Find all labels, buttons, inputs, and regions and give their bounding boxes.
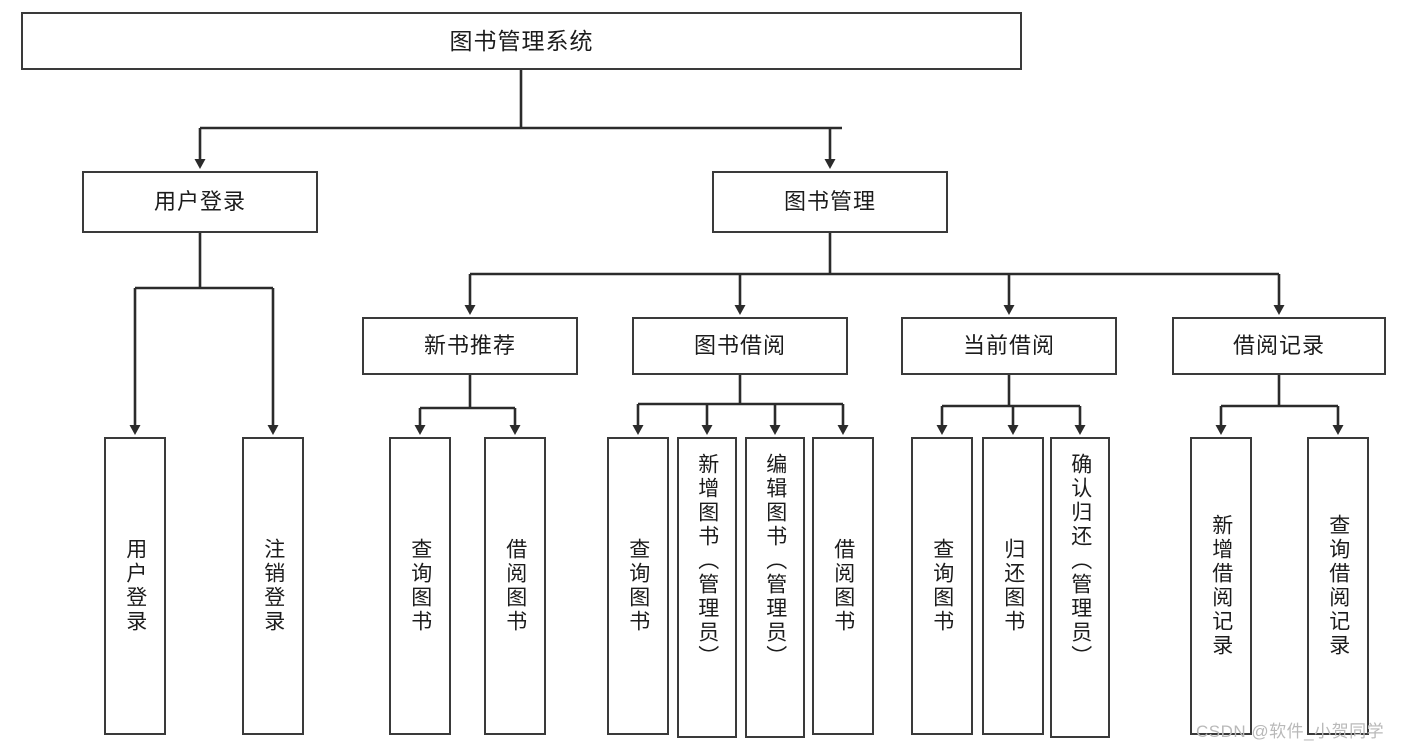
leaf-query-borrow-record-label: 查询借阅记录 bbox=[1326, 514, 1350, 658]
leaf-query-borrow-record[interactable]: 查询借阅记录 bbox=[1307, 437, 1369, 735]
leaf-add-book-admin-label: 新增图书（管理员） bbox=[695, 453, 719, 669]
leaf-logout[interactable]: 注销登录 bbox=[242, 437, 304, 735]
leaf-borrow-book-recommend-label: 借阅图书 bbox=[503, 538, 527, 634]
leaf-add-borrow-record-label: 新增借阅记录 bbox=[1209, 514, 1233, 658]
node-borrow-record[interactable]: 借阅记录 bbox=[1172, 317, 1386, 375]
leaf-query-book-recommend[interactable]: 查询图书 bbox=[389, 437, 451, 735]
leaf-add-book-admin[interactable]: 新增图书（管理员） bbox=[677, 437, 737, 738]
node-new-book-recommend-label: 新书推荐 bbox=[423, 333, 516, 359]
node-current-borrow[interactable]: 当前借阅 bbox=[901, 317, 1117, 375]
leaf-borrow-book[interactable]: 借阅图书 bbox=[812, 437, 874, 735]
node-book-borrow[interactable]: 图书借阅 bbox=[632, 317, 848, 375]
leaf-query-book-borrow[interactable]: 查询图书 bbox=[607, 437, 669, 735]
node-new-book-recommend[interactable]: 新书推荐 bbox=[362, 317, 578, 375]
node-current-borrow-label: 当前借阅 bbox=[962, 333, 1055, 359]
node-root[interactable]: 图书管理系统 bbox=[21, 12, 1022, 70]
leaf-query-book-current[interactable]: 查询图书 bbox=[911, 437, 973, 735]
node-root-label: 图书管理系统 bbox=[449, 27, 594, 54]
leaf-return-book-label: 归还图书 bbox=[1001, 538, 1025, 634]
leaf-edit-book-admin[interactable]: 编辑图书（管理员） bbox=[745, 437, 805, 738]
node-book-management[interactable]: 图书管理 bbox=[712, 171, 948, 233]
watermark: CSDN @软件_小贺同学 bbox=[1196, 722, 1385, 741]
node-book-borrow-label: 图书借阅 bbox=[693, 333, 786, 359]
node-book-management-label: 图书管理 bbox=[783, 189, 876, 215]
node-borrow-record-label: 借阅记录 bbox=[1232, 333, 1325, 359]
leaf-borrow-book-recommend[interactable]: 借阅图书 bbox=[484, 437, 546, 735]
leaf-logout-label: 注销登录 bbox=[261, 538, 285, 634]
leaf-confirm-return-admin-label: 确认归还（管理员） bbox=[1068, 453, 1092, 669]
leaf-user-login-label: 用户登录 bbox=[123, 538, 147, 634]
leaf-return-book[interactable]: 归还图书 bbox=[982, 437, 1044, 735]
leaf-user-login[interactable]: 用户登录 bbox=[104, 437, 166, 735]
leaf-query-book-current-label: 查询图书 bbox=[930, 538, 954, 634]
leaf-query-book-borrow-label: 查询图书 bbox=[626, 538, 650, 634]
node-user-login[interactable]: 用户登录 bbox=[82, 171, 318, 233]
leaf-borrow-book-label: 借阅图书 bbox=[831, 538, 855, 634]
node-user-login-label: 用户登录 bbox=[153, 189, 246, 215]
leaf-edit-book-admin-label: 编辑图书（管理员） bbox=[763, 453, 787, 669]
leaf-add-borrow-record[interactable]: 新增借阅记录 bbox=[1190, 437, 1252, 735]
leaf-confirm-return-admin[interactable]: 确认归还（管理员） bbox=[1050, 437, 1110, 738]
leaf-query-book-recommend-label: 查询图书 bbox=[408, 538, 432, 634]
